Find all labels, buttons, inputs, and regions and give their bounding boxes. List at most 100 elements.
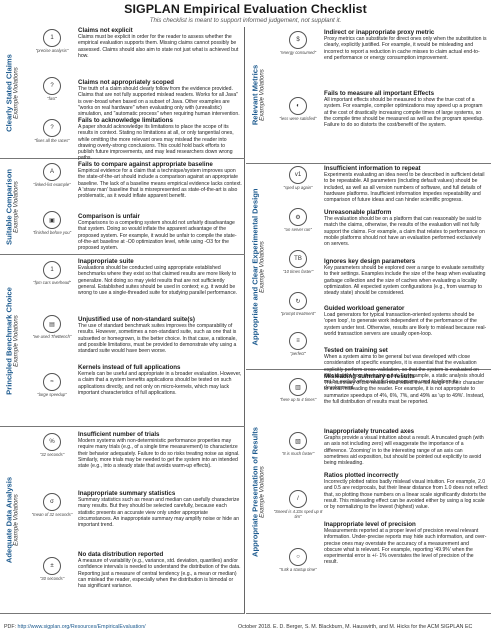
illustration-caption: "sped up again" — [283, 185, 313, 190]
section-label: Appropriate and Clear Experimental Desig… — [250, 188, 266, 345]
item-heading: Guided workload generator — [324, 305, 405, 312]
illustration-icon: v1 — [289, 166, 307, 184]
item-heading: Claims not appropriately scoped — [78, 79, 174, 86]
illustration-caption: "perfect" — [290, 351, 306, 356]
item-body: Key parameters should be explored over a… — [324, 265, 486, 296]
illustration-caption: "we used TheBench" — [32, 334, 72, 339]
item-body: Load generators for typical transaction-… — [324, 312, 487, 337]
violation-illustration: $"energy consumed" — [273, 31, 323, 55]
illustration-icon: ▥ — [289, 378, 307, 396]
illustration-icon: A — [43, 163, 61, 181]
item-body: Modern systems with non-deterministic pe… — [78, 438, 240, 469]
section-subtitle: Example Violations — [12, 494, 20, 546]
illustration-caption: "less were satisfied" — [279, 116, 317, 121]
item-heading: Insufficient number of trials — [78, 431, 160, 438]
item-body: Experiments evaluating an idea need to b… — [324, 172, 485, 203]
page-title: SIGPLAN Empirical Evaluation Checklist — [124, 2, 367, 16]
illustration-icon: ≈ — [43, 373, 61, 391]
violation-illustration: v1"sped up again" — [273, 166, 323, 190]
item-body: Measurements reported at a proper level … — [324, 528, 487, 565]
illustration-caption: "fpm cars overhead" — [33, 280, 71, 285]
illustration-caption: "on server ran" — [284, 227, 312, 232]
illustration-caption: "linked-list example" — [33, 182, 71, 187]
item-body: A measure of variability (e.g., variance… — [78, 558, 241, 589]
item-heading: Inappropriate summary statistics — [78, 490, 176, 497]
illustration-icon: ▤ — [43, 315, 61, 333]
illustrations: ▥"here up to 4 times" ▧"8 is much faster"… — [273, 370, 323, 613]
illustration-icon: ± — [43, 557, 61, 575]
illustration-caption: "precise analysis" — [35, 48, 69, 53]
item-heading: Misleading summary of results — [324, 373, 415, 380]
item-heading: Inappropriately truncated axes — [324, 428, 415, 435]
illustration-caption: "large speedup" — [37, 392, 67, 397]
illustrations: A"linked-list example"▣"finished before … — [27, 159, 77, 254]
illustration-caption: "fixes all the races" — [34, 138, 70, 143]
illustration-caption: "mean of 32 seconds" — [31, 512, 73, 517]
item-body: Evaluations should be conducted using ap… — [78, 265, 238, 296]
illustration-icon: ▧ — [289, 432, 307, 450]
checklist-item: Unjustified use of non-standard suite(s)… — [78, 316, 242, 354]
illustrations: v1"sped up again"⚙"on server ran"TB"10 t… — [273, 164, 323, 369]
section-band: Appropriate and Clear Experimental Desig… — [246, 164, 272, 369]
violation-illustration: ?"fixes all the races" — [27, 119, 77, 143]
violation-illustration: ▧"8 is much faster" — [273, 432, 323, 456]
violation-illustration: ↻"prompt treatment" — [273, 292, 323, 316]
illustration-caption: "here up to 4 times" — [279, 397, 317, 402]
illustration-icon: ↻ — [289, 292, 307, 310]
section-subtitle: Example Violations — [258, 69, 266, 121]
illustration-caption: "10 times faster" — [282, 269, 314, 274]
item-heading: No data distribution reported — [78, 551, 164, 558]
item-heading: Inappropriate suite — [78, 258, 134, 265]
checklist-item: Fails to compare against appropriate bas… — [78, 161, 242, 199]
violation-illustration: 1"fpm cars overhead" — [27, 261, 77, 285]
violation-illustration: ±"30 seconds" — [27, 557, 77, 581]
illustration-caption: "energy consumed" — [279, 50, 317, 55]
footer-citation: October 2018. E. D. Berger, S. M. Blackb… — [238, 624, 473, 630]
footer-pdf-link[interactable]: http://www.sigplan.org/Resources/Empiric… — [17, 624, 146, 630]
item-heading: Claims not explicit — [78, 27, 133, 34]
item-body: Proxy metrics can substitute for direct … — [324, 36, 487, 61]
illustrations: 1"fpm cars overhead" ▤"we used TheBench" ≈… — [27, 255, 77, 426]
illustration-icon: ? — [43, 119, 61, 137]
violation-illustration: ?"fast" — [27, 77, 77, 101]
section-subtitle: Example Violations — [12, 180, 20, 233]
violation-illustration: 1"precise analysis" — [27, 29, 77, 53]
footer-pdf-label: PDF: — [4, 624, 18, 630]
violation-illustration: ≈"large speedup" — [27, 373, 77, 397]
illustration-icon: σ — [43, 493, 61, 511]
illustration-caption: "32 seconds" — [39, 452, 65, 457]
illustrations: 1"precise analysis"?"fast"?"fixes all th… — [27, 27, 77, 158]
item-body: A paper should acknowledge its limitatio… — [78, 124, 234, 161]
page-subtitle: This checklist is meant to support infor… — [149, 17, 342, 24]
section-subtitle: Example Violations — [12, 66, 20, 119]
checklist-items: Fails to compare against appropriate bas… — [78, 159, 242, 254]
illustration-caption: "30 seconds" — [39, 576, 65, 581]
item-body: The summary of the results must reflect … — [324, 380, 485, 405]
right-section: Appropriate and Clear Experimental Desig… — [246, 164, 491, 391]
illustration-icon: 1 — [43, 29, 61, 47]
illustrations: %"32 seconds"σ"mean of 32 seconds"±"30 s… — [27, 427, 77, 613]
